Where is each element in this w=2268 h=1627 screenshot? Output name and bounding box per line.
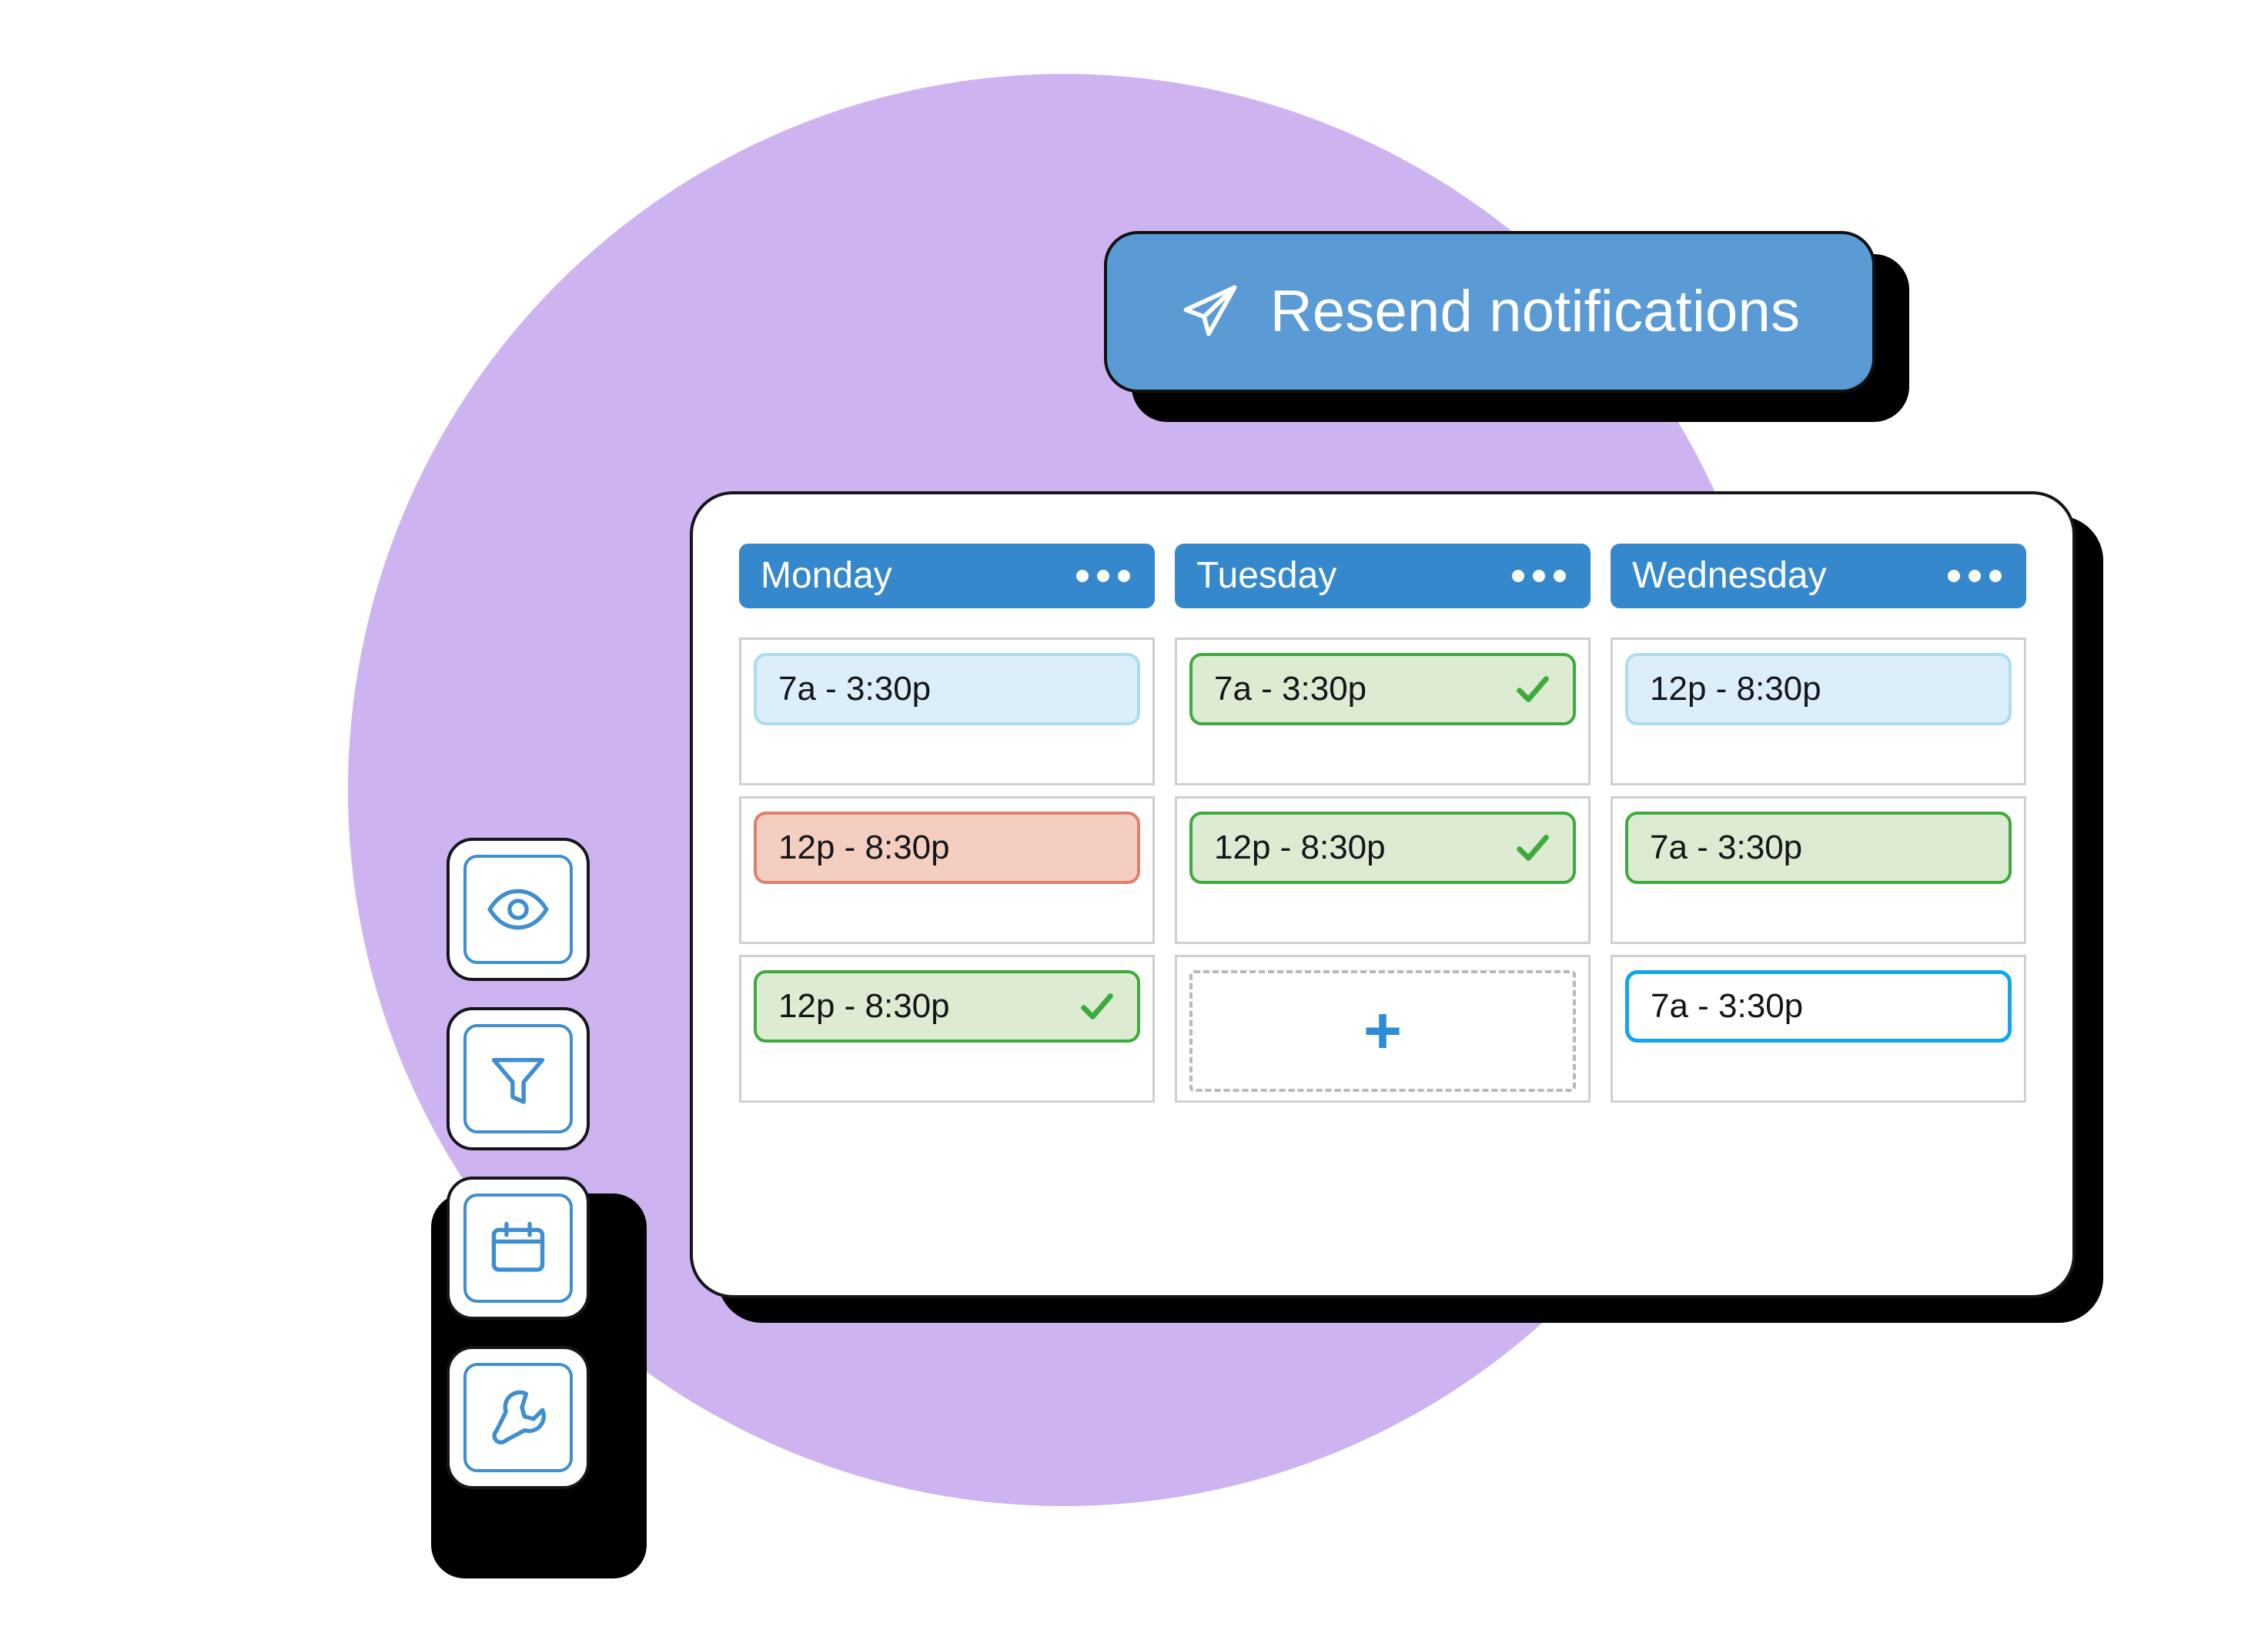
- shift-chip[interactable]: 7a - 3:30p: [754, 653, 1140, 725]
- day-column-monday: Monday 7a - 3:30p 12p - 8:30p 12p - 8:30…: [739, 544, 1155, 1103]
- time-slot[interactable]: 7a - 3:30p: [1611, 796, 2026, 944]
- shift-time: 7a - 3:30p: [1650, 829, 1803, 866]
- tool-button-frame: [463, 855, 573, 964]
- day-header-tuesday[interactable]: Tuesday: [1175, 544, 1591, 608]
- shift-chip[interactable]: 12p - 8:30p: [1625, 653, 2012, 725]
- plus-icon: +: [1363, 993, 1403, 1068]
- check-icon: [1077, 986, 1117, 1026]
- tool-button-frame: [463, 1024, 573, 1133]
- tool-button-filter[interactable]: [447, 1007, 590, 1150]
- time-slot[interactable]: +: [1175, 955, 1591, 1103]
- day-label: Wednesday: [1632, 555, 1827, 596]
- shift-time: 12p - 8:30p: [1214, 829, 1386, 866]
- tool-button-settings[interactable]: [447, 1346, 590, 1489]
- tool-button-preview[interactable]: [447, 838, 590, 981]
- resend-button-label: Resend notifications: [1269, 279, 1801, 344]
- time-slot[interactable]: 12p - 8:30p: [1611, 638, 2026, 785]
- resend-notifications-button[interactable]: Resend notifications: [1104, 231, 1875, 393]
- ellipsis-icon[interactable]: [1948, 570, 2005, 582]
- paper-plane-icon: [1179, 281, 1241, 343]
- calendar-card: Monday 7a - 3:30p 12p - 8:30p 12p - 8:30…: [690, 491, 2076, 1298]
- tool-button-calendar[interactable]: [447, 1177, 590, 1320]
- shift-chip[interactable]: 7a - 3:30p: [1625, 970, 2012, 1043]
- check-icon: [1513, 828, 1553, 868]
- day-column-wednesday: Wednesday 12p - 8:30p 7a - 3:30p 7a - 3:…: [1611, 544, 2026, 1103]
- time-slot[interactable]: 12p - 8:30p: [739, 796, 1155, 944]
- shift-time: 12p - 8:30p: [1650, 670, 1821, 708]
- day-header-wednesday[interactable]: Wednesday: [1611, 544, 2026, 608]
- day-label: Monday: [761, 555, 892, 596]
- shift-time: 7a - 3:30p: [1651, 987, 1804, 1025]
- shift-chip[interactable]: 7a - 3:30p: [1189, 653, 1576, 725]
- ellipsis-icon[interactable]: [1076, 570, 1133, 582]
- shift-time: 7a - 3:30p: [778, 670, 932, 708]
- shift-chip[interactable]: 12p - 8:30p: [754, 812, 1140, 884]
- calendar-grid: Monday 7a - 3:30p 12p - 8:30p 12p - 8:30…: [739, 544, 2026, 1249]
- day-header-monday[interactable]: Monday: [739, 544, 1155, 608]
- shift-chip[interactable]: 7a - 3:30p: [1625, 812, 2012, 884]
- time-slot[interactable]: 12p - 8:30p: [1175, 796, 1591, 944]
- time-slot[interactable]: 7a - 3:30p: [1175, 638, 1591, 785]
- calendar-icon: [485, 1215, 551, 1281]
- time-slot[interactable]: 12p - 8:30p: [739, 955, 1155, 1103]
- funnel-icon: [485, 1046, 551, 1112]
- day-label: Tuesday: [1196, 555, 1337, 596]
- shift-time: 7a - 3:30p: [1214, 670, 1367, 708]
- day-column-tuesday: Tuesday 7a - 3:30p 12p - 8:30p: [1175, 544, 1591, 1103]
- shift-chip[interactable]: 12p - 8:30p: [1189, 812, 1576, 884]
- ellipsis-icon[interactable]: [1512, 570, 1569, 582]
- wrench-icon: [485, 1384, 551, 1451]
- shift-chip[interactable]: 12p - 8:30p: [754, 970, 1140, 1043]
- tool-button-frame: [463, 1363, 573, 1472]
- time-slot[interactable]: 7a - 3:30p: [1611, 955, 2026, 1103]
- check-icon: [1513, 669, 1553, 709]
- eye-icon: [485, 876, 551, 942]
- time-slot[interactable]: 7a - 3:30p: [739, 638, 1155, 785]
- add-shift-button[interactable]: +: [1189, 970, 1576, 1092]
- tool-button-frame: [463, 1193, 573, 1303]
- shift-time: 12p - 8:30p: [778, 987, 950, 1025]
- shift-time: 12p - 8:30p: [778, 829, 950, 866]
